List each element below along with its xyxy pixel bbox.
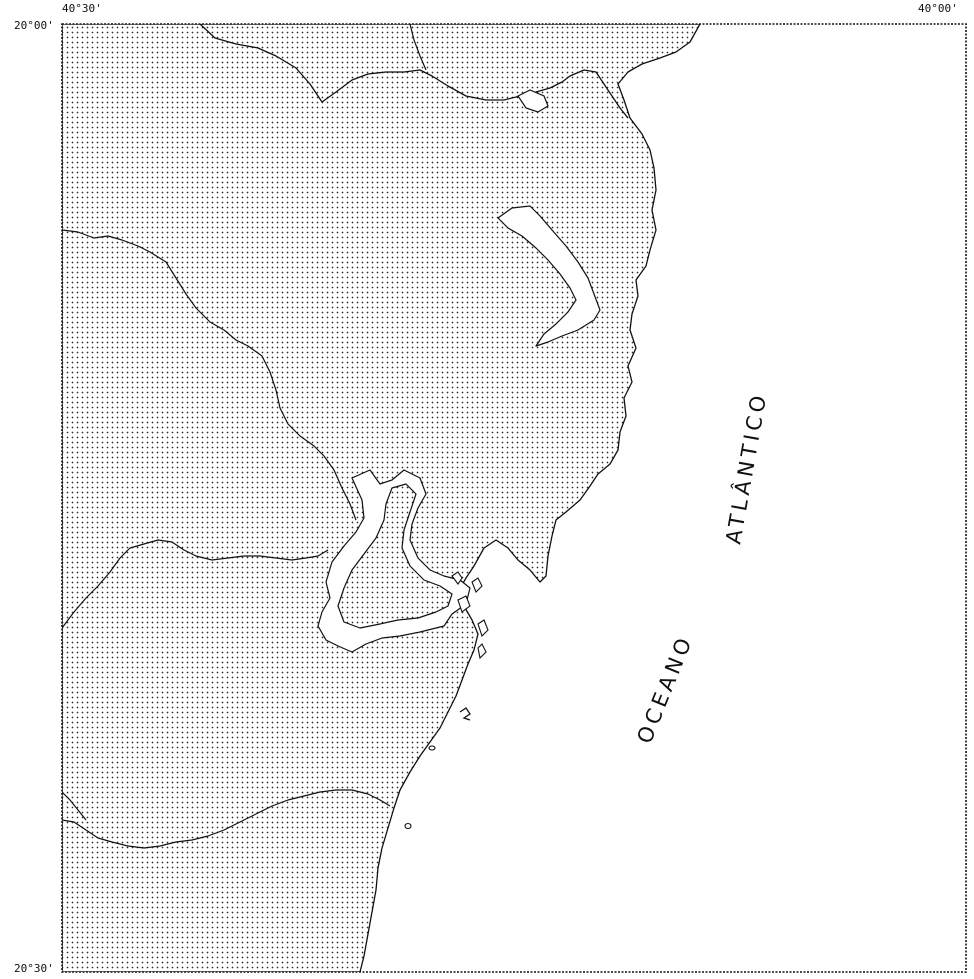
south-river — [62, 789, 391, 849]
longitude-left-label: 40°30' — [62, 2, 102, 15]
latitude-bottom-label: 20°30' — [14, 962, 54, 975]
latitude-top-label: 20°00' — [14, 19, 54, 32]
north-river-mouth — [517, 89, 549, 113]
bay-island — [337, 483, 453, 629]
coastal-island-3 — [457, 595, 471, 613]
coastal-island-4 — [477, 619, 489, 638]
coastal-islet-2 — [404, 822, 412, 830]
coastal-island-5 — [477, 643, 487, 660]
longitude-right-label: 40°00' — [918, 2, 958, 15]
coastal-island-2 — [471, 577, 483, 593]
north-tributary — [409, 24, 427, 71]
south-tributary — [62, 791, 87, 821]
north-river — [199, 24, 629, 119]
island-2-shape — [459, 707, 471, 721]
north-estuary — [497, 205, 601, 347]
coastal-islet-1 — [428, 745, 436, 751]
middle-river — [62, 539, 329, 629]
coastal-island-1 — [451, 571, 463, 585]
west-boundary — [62, 229, 357, 521]
map-frame — [61, 23, 967, 973]
